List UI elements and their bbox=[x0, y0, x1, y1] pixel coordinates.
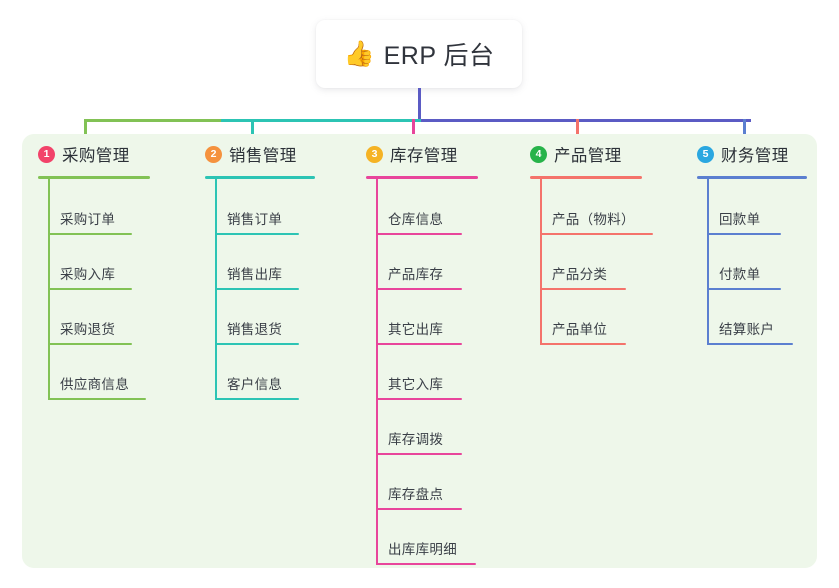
list-item-rule bbox=[215, 343, 299, 345]
column-title-2: 销售管理 bbox=[229, 147, 297, 165]
list-item[interactable]: 库存盘点 bbox=[376, 478, 462, 510]
list-item-rule bbox=[376, 453, 462, 455]
column-header-5[interactable]: 5 财务管理 bbox=[697, 142, 789, 166]
bus-teal bbox=[221, 119, 421, 122]
list-item[interactable]: 库存调拨 bbox=[376, 423, 462, 455]
list-item[interactable]: 销售出库 bbox=[215, 258, 299, 290]
column-title-3: 库存管理 bbox=[390, 147, 458, 165]
column-title-4: 产品管理 bbox=[554, 147, 622, 165]
list-item-label: 销售出库 bbox=[227, 267, 283, 282]
list-item-rule bbox=[540, 233, 653, 235]
list-item-rule bbox=[707, 233, 781, 235]
root-stem bbox=[418, 88, 421, 122]
list-item-rule bbox=[707, 288, 781, 290]
list-item[interactable]: 仓库信息 bbox=[376, 203, 462, 235]
column-badge-2: 2 bbox=[205, 145, 222, 163]
list-item[interactable]: 采购订单 bbox=[48, 203, 132, 235]
column-drop-3 bbox=[412, 119, 415, 145]
list-item-rule bbox=[215, 398, 299, 400]
list-item-label: 付款单 bbox=[719, 267, 761, 282]
column-spine-3 bbox=[376, 176, 378, 565]
list-item-rule bbox=[376, 508, 462, 510]
list-item-rule bbox=[48, 288, 132, 290]
column-header-3[interactable]: 3 库存管理 bbox=[366, 142, 458, 166]
column-drop-4 bbox=[576, 119, 579, 145]
root-node[interactable]: 👍 ERP 后台 bbox=[316, 20, 522, 88]
column-title-1: 采购管理 bbox=[62, 147, 130, 165]
list-item-label: 其它出库 bbox=[388, 322, 444, 337]
column-header-4[interactable]: 4 产品管理 bbox=[530, 142, 622, 166]
list-item-rule bbox=[540, 288, 626, 290]
column-header-2[interactable]: 2 销售管理 bbox=[205, 142, 297, 166]
list-item-label: 结算账户 bbox=[719, 322, 775, 337]
list-item[interactable]: 付款单 bbox=[707, 258, 781, 290]
list-item-label: 仓库信息 bbox=[388, 212, 444, 227]
list-item-rule bbox=[376, 563, 476, 565]
list-item-label: 供应商信息 bbox=[60, 377, 129, 392]
list-item-rule bbox=[376, 398, 462, 400]
column-badge-5: 5 bbox=[697, 145, 714, 163]
list-item-label: 销售订单 bbox=[227, 212, 283, 227]
list-item-rule bbox=[376, 343, 462, 345]
column-rule-1 bbox=[38, 176, 150, 179]
list-item-rule bbox=[540, 343, 626, 345]
list-item[interactable]: 出库库明细 bbox=[376, 533, 476, 565]
list-item-rule bbox=[376, 233, 462, 235]
list-item-label: 采购退货 bbox=[60, 322, 116, 337]
list-item[interactable]: 产品库存 bbox=[376, 258, 462, 290]
list-item-label: 回款单 bbox=[719, 212, 761, 227]
list-item[interactable]: 产品分类 bbox=[540, 258, 626, 290]
list-item-label: 库存调拨 bbox=[388, 432, 444, 447]
column-rule-2 bbox=[205, 176, 315, 179]
list-item[interactable]: 产品（物料） bbox=[540, 203, 653, 235]
content-panel bbox=[22, 134, 817, 568]
list-item-rule bbox=[48, 233, 132, 235]
thumbs-up-icon: 👍 bbox=[343, 39, 375, 68]
list-item-label: 产品单位 bbox=[552, 322, 608, 337]
list-item[interactable]: 销售订单 bbox=[215, 203, 299, 235]
column-drop-1 bbox=[84, 119, 87, 145]
list-item-label: 采购订单 bbox=[60, 212, 116, 227]
column-title-5: 财务管理 bbox=[721, 147, 789, 165]
list-item[interactable]: 采购退货 bbox=[48, 313, 132, 345]
column-badge-4: 4 bbox=[530, 145, 547, 163]
column-badge-1: 1 bbox=[38, 145, 55, 163]
list-item[interactable]: 供应商信息 bbox=[48, 368, 146, 400]
bus-purple bbox=[421, 119, 751, 122]
list-item-label: 其它入库 bbox=[388, 377, 444, 392]
list-item-label: 客户信息 bbox=[227, 377, 283, 392]
list-item[interactable]: 产品单位 bbox=[540, 313, 626, 345]
list-item-rule bbox=[48, 398, 146, 400]
list-item-rule bbox=[215, 233, 299, 235]
list-item[interactable]: 其它入库 bbox=[376, 368, 462, 400]
column-rule-4 bbox=[530, 176, 642, 179]
bus-green bbox=[84, 119, 221, 122]
list-item-rule bbox=[376, 288, 462, 290]
list-item-rule bbox=[215, 288, 299, 290]
list-item-label: 销售退货 bbox=[227, 322, 283, 337]
list-item[interactable]: 客户信息 bbox=[215, 368, 299, 400]
list-item-label: 产品库存 bbox=[388, 267, 444, 282]
column-spine-4 bbox=[540, 176, 542, 345]
list-item[interactable]: 结算账户 bbox=[707, 313, 793, 345]
column-drop-2 bbox=[251, 119, 254, 145]
column-rule-3 bbox=[366, 176, 478, 179]
column-rule-5 bbox=[697, 176, 807, 179]
list-item[interactable]: 回款单 bbox=[707, 203, 781, 235]
list-item[interactable]: 采购入库 bbox=[48, 258, 132, 290]
list-item-label: 采购入库 bbox=[60, 267, 116, 282]
column-drop-5 bbox=[743, 119, 746, 145]
root-node-title: ERP 后台 bbox=[383, 42, 495, 70]
list-item-rule bbox=[707, 343, 793, 345]
list-item-label: 出库库明细 bbox=[388, 542, 457, 557]
list-item[interactable]: 销售退货 bbox=[215, 313, 299, 345]
column-badge-3: 3 bbox=[366, 145, 383, 163]
list-item[interactable]: 其它出库 bbox=[376, 313, 462, 345]
list-item-label: 产品（物料） bbox=[552, 212, 635, 227]
list-item-label: 产品分类 bbox=[552, 267, 608, 282]
list-item-rule bbox=[48, 343, 132, 345]
column-spine-5 bbox=[707, 176, 709, 345]
list-item-label: 库存盘点 bbox=[388, 487, 444, 502]
column-header-1[interactable]: 1 采购管理 bbox=[38, 142, 130, 166]
